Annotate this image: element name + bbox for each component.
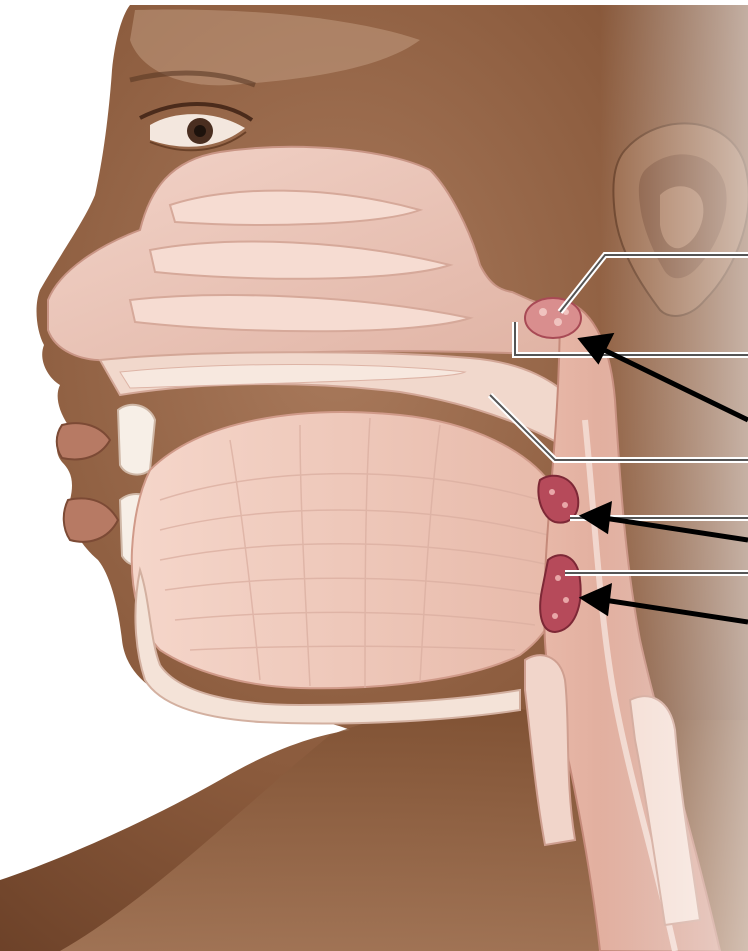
tongue xyxy=(132,412,566,688)
pharyngeal-tonsil xyxy=(525,298,581,338)
right-fade xyxy=(600,0,748,951)
